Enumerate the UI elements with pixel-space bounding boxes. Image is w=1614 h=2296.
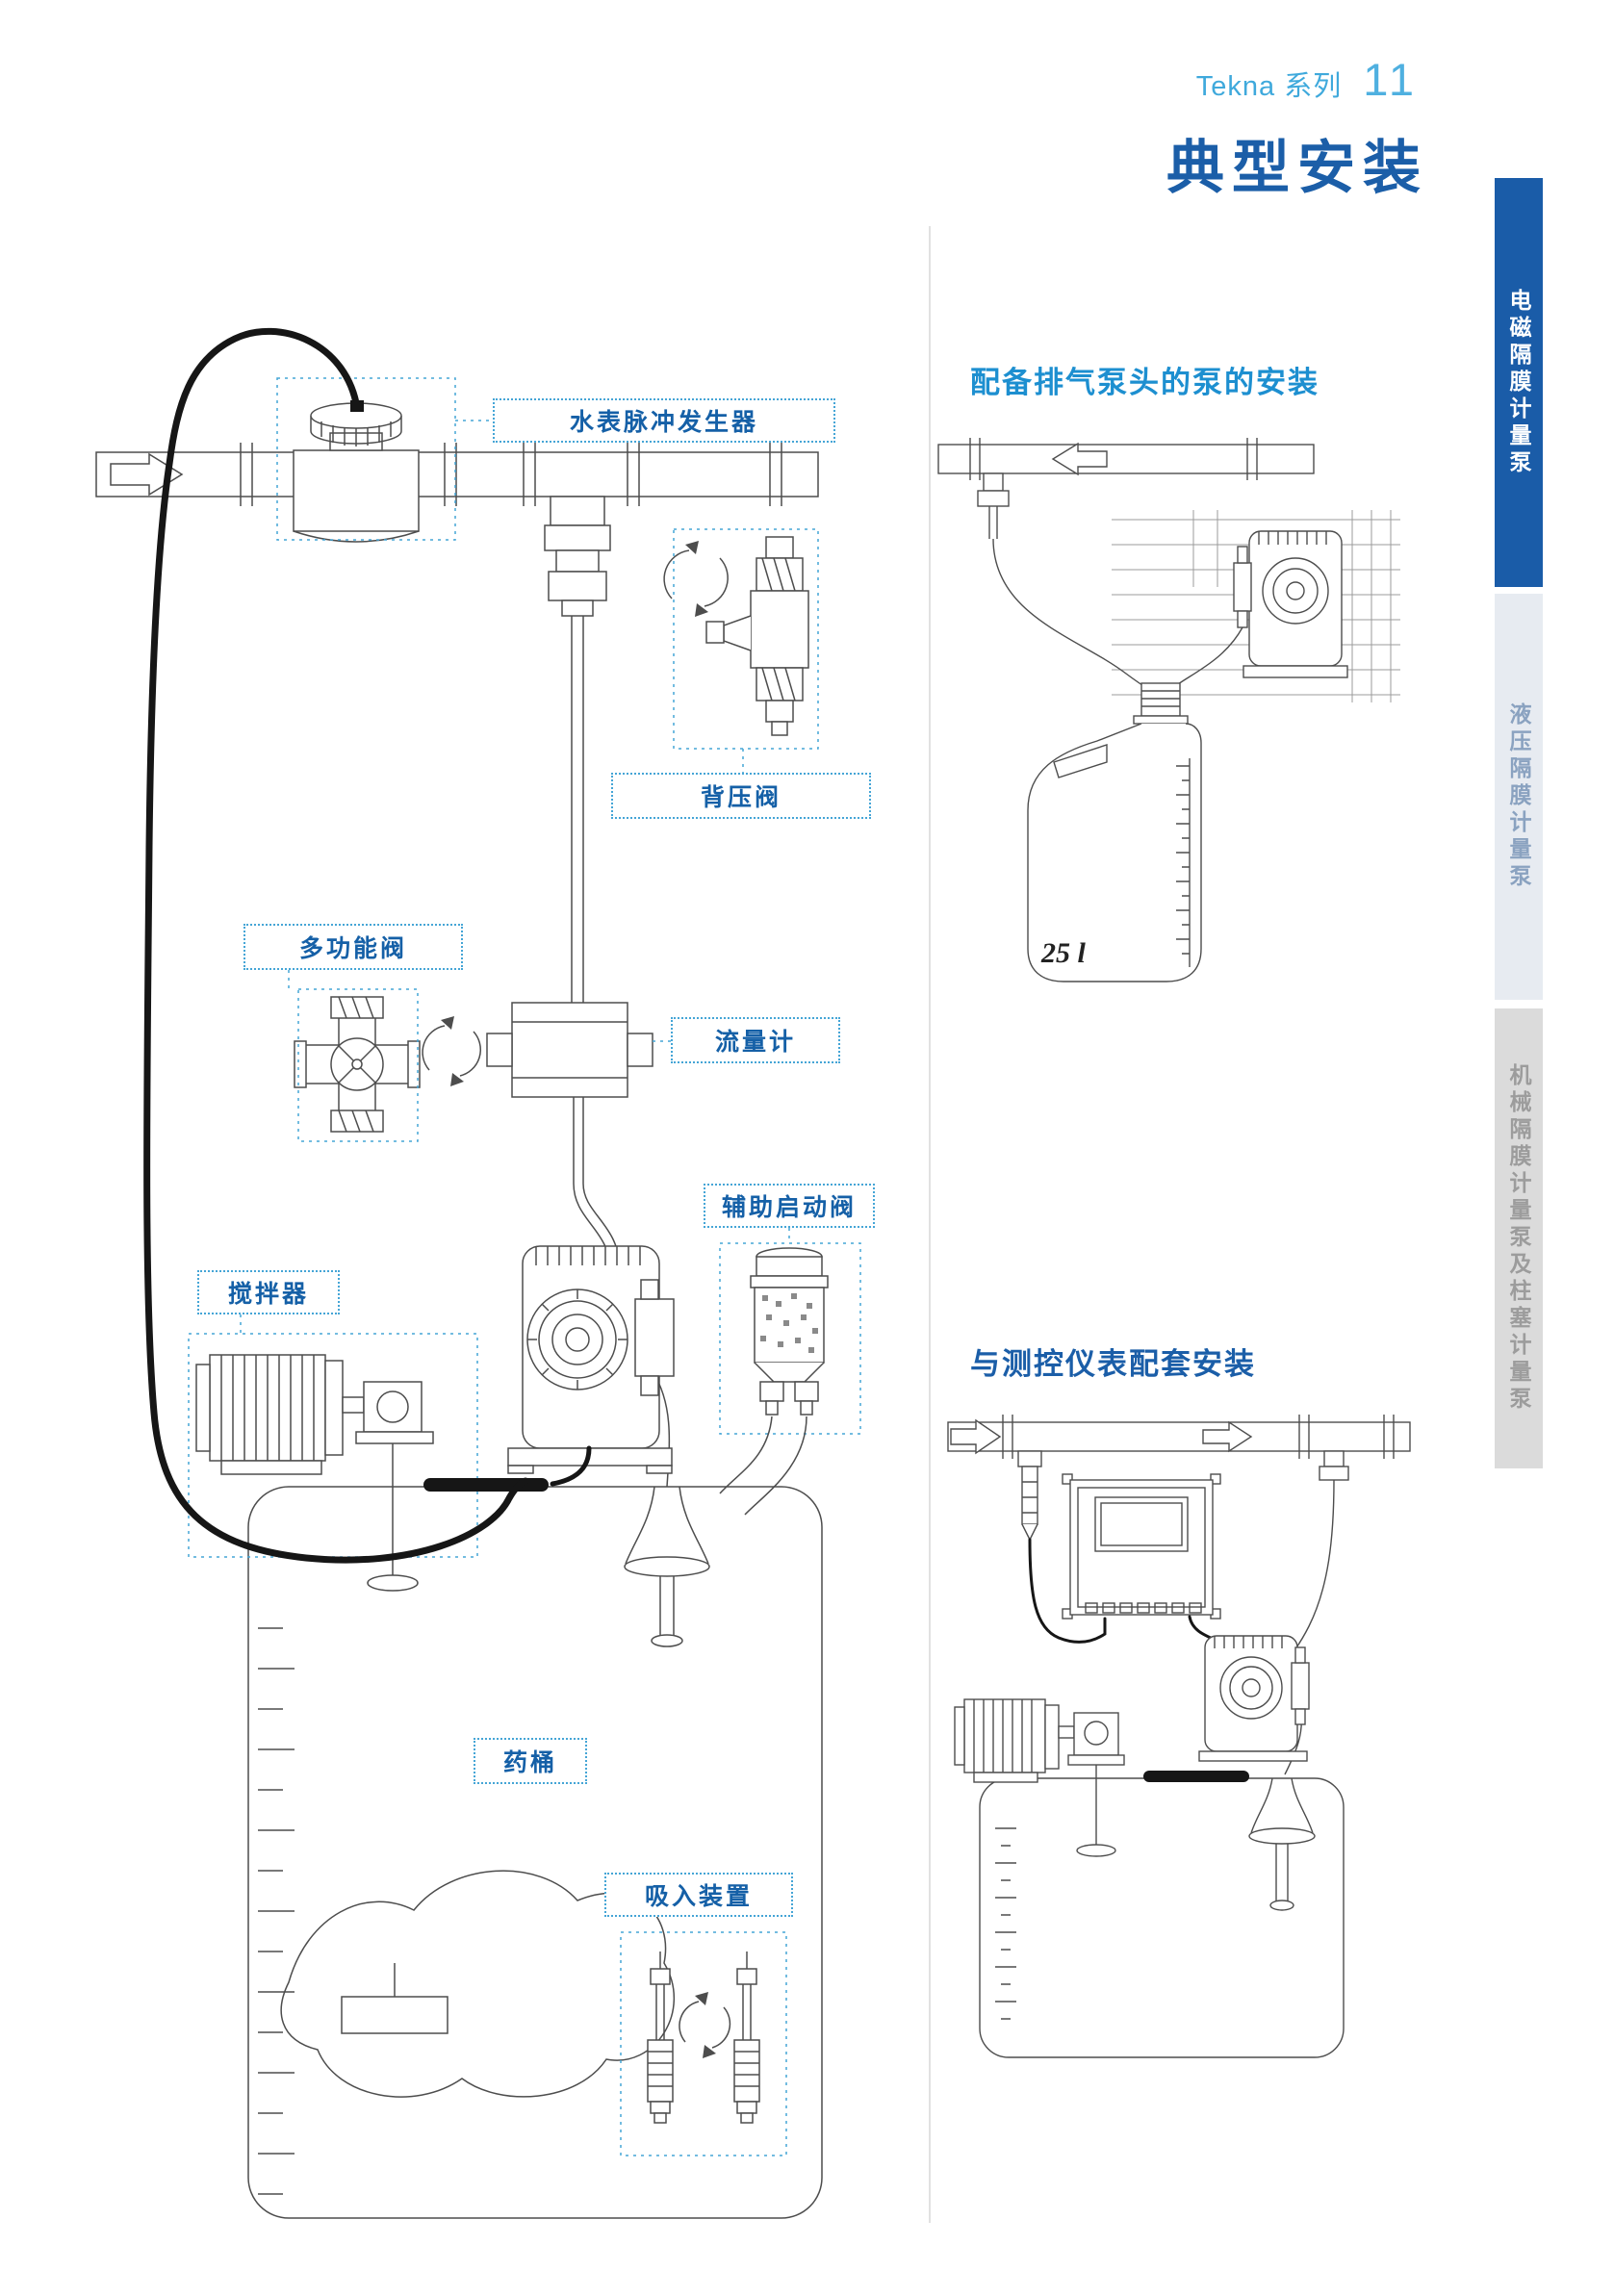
- tank-volume-label: 25 l: [1040, 937, 1087, 969]
- label-mixer: 搅拌器: [197, 1270, 340, 1314]
- degassing-install-diagram: 25 l: [937, 438, 1400, 982]
- back-pressure-valve-drawing: [663, 528, 819, 773]
- label-suction-device: 吸入装置: [604, 1873, 793, 1917]
- instrument-diagram-title: 与测控仪表配套安装: [970, 1347, 1256, 1381]
- instrument-suction-funnel: [1248, 1777, 1316, 1911]
- instrument-install-diagram: [947, 1415, 1411, 2058]
- suction-device-drawing: [620, 1931, 787, 2156]
- label-auxiliary-priming-valve: 辅助启动阀: [704, 1184, 875, 1228]
- tee-and-riser: [544, 496, 611, 1003]
- main-pipe: [95, 443, 819, 506]
- sensor-probe-drawing: [1017, 1450, 1042, 1542]
- label-multifunction-valve: 多功能阀: [243, 924, 463, 970]
- carboy-25l-drawing: 25 l: [1027, 682, 1202, 982]
- controller-drawing: [1062, 1473, 1221, 1620]
- main-installation-diagram: [95, 327, 861, 2219]
- page-header: Tekna 系列 11: [1196, 53, 1418, 106]
- multifunction-valve-drawing: [288, 970, 482, 1142]
- metering-pump-drawing: [507, 1245, 675, 1488]
- flow-arrow-left: [950, 1418, 1002, 1455]
- tank-cable-bar: [423, 1478, 549, 1492]
- mixer-drawing: [188, 1314, 478, 1592]
- chemical-tank-drawing: [247, 1486, 823, 2219]
- auxiliary-priming-valve-drawing: [719, 1228, 861, 1516]
- series-label: Tekna 系列: [1195, 71, 1343, 102]
- pulse-cable: [143, 327, 592, 1564]
- label-chemical-tank: 药桶: [474, 1738, 587, 1784]
- page-number: 11: [1363, 54, 1418, 105]
- tank-cable-bar: [1143, 1771, 1249, 1782]
- wall-pump-drawing: [1233, 530, 1348, 678]
- suction-lance-funnel: [624, 1486, 710, 1647]
- instrument-tank-drawing: [979, 1777, 1345, 2058]
- label-back-pressure-valve: 背压阀: [611, 773, 871, 819]
- flow-meter-drawing: [486, 1002, 671, 1271]
- flow-arrow: [1051, 442, 1108, 476]
- sidebar-tab-solenoid-diaphragm-pump: 电磁隔膜计量泵: [1495, 178, 1543, 587]
- instrument-pump-drawing: [1198, 1635, 1310, 1775]
- degassing-diagram-title: 配备排气泵头的泵的安装: [970, 366, 1319, 399]
- sidebar-tab-hydraulic-diaphragm-pump: 液压隔膜计量泵: [1495, 594, 1543, 1000]
- flow-arrow-mid: [1202, 1420, 1253, 1453]
- water-meter-drawing: [276, 377, 493, 543]
- label-water-meter-pulse-generator: 水表脉冲发生器: [493, 398, 835, 443]
- label-flow-meter: 流量计: [671, 1017, 840, 1063]
- instrument-mixer-drawing: [954, 1698, 1125, 1857]
- page-title: 典型安装: [1166, 136, 1428, 200]
- sidebar-tab-mechanical-plunger-pump: 机械隔膜计量泵及柱塞计量泵: [1495, 1008, 1543, 1468]
